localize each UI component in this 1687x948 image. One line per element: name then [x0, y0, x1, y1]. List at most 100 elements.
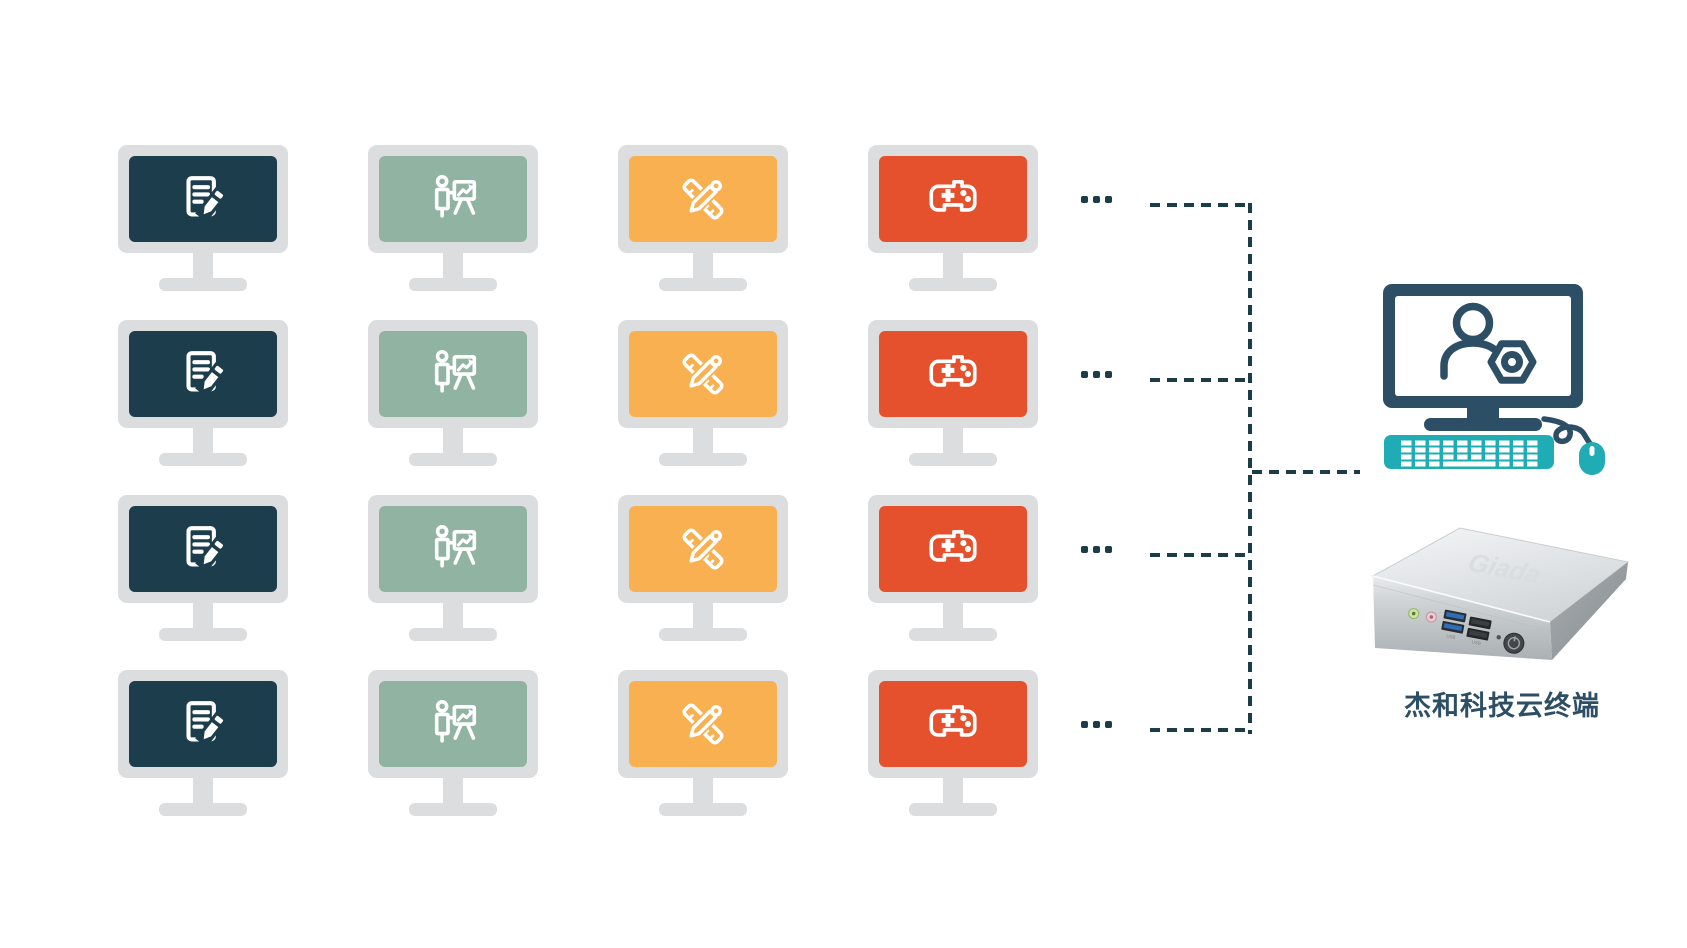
pc-side-face: [1550, 562, 1628, 660]
admin-computer-illustration: [1383, 284, 1605, 475]
monitor-screen: [129, 331, 277, 417]
gamepad-icon: [922, 345, 984, 403]
monitor-screen: [379, 681, 527, 767]
monitor-screen: [629, 156, 777, 242]
monitor-stand-base: [909, 453, 997, 466]
row-connector-line: [1150, 728, 1252, 732]
workstation-monitor-row3-gamepad: [868, 495, 1038, 641]
workstation-monitor-row2-presentation-whiteboard: [368, 320, 538, 466]
device-label: 杰和科技云终端: [1404, 691, 1600, 721]
monitor-stand-base: [159, 278, 247, 291]
mouse-cable: [1541, 416, 1594, 449]
monitor-stand-neck: [693, 427, 713, 453]
workstation-monitor-row2-document-edit: [118, 320, 288, 466]
monitor-screen: [879, 331, 1027, 417]
monitor-frame: [618, 495, 788, 603]
monitor-screen: [629, 506, 777, 592]
monitor-stand-base: [659, 453, 747, 466]
monitor-stand-neck: [193, 602, 213, 628]
gamepad-icon: [922, 170, 984, 228]
ellipsis-dots: [1081, 371, 1112, 378]
workstation-monitor-row3-presentation-whiteboard: [368, 495, 538, 641]
monitor-stand-neck: [943, 602, 963, 628]
ellipsis-dots: [1081, 196, 1112, 203]
monitor-screen: [629, 331, 777, 417]
pc-front-ports: USB USB: [1408, 607, 1525, 654]
monitor-stand-neck: [443, 777, 463, 803]
monitor-stand-base: [409, 453, 497, 466]
workstation-monitor-row1-ruler-pencil: [618, 145, 788, 291]
trunk-connector-line: [1248, 203, 1252, 734]
monitor-stand-base: [659, 278, 747, 291]
monitor-frame: [118, 145, 288, 253]
monitor-frame: [368, 670, 538, 778]
monitor-stand-base: [409, 628, 497, 641]
workstation-monitor-row3-document-edit: [118, 495, 288, 641]
monitor-stand-neck: [443, 252, 463, 278]
presentation-whiteboard-icon: [422, 345, 484, 403]
monitor-frame: [618, 670, 788, 778]
monitor-frame: [868, 495, 1038, 603]
monitor-frame: [118, 670, 288, 778]
monitor-stand-base: [159, 803, 247, 816]
monitor-stand-neck: [943, 427, 963, 453]
row-connector-line: [1150, 203, 1252, 207]
monitor-screen: [879, 506, 1027, 592]
cloud-terminal-device: Giada USB USB: [1371, 527, 1630, 660]
monitor-frame: [118, 320, 288, 428]
monitor-frame: [368, 495, 538, 603]
workstation-monitor-row4-document-edit: [118, 670, 288, 816]
usb-port-label: USB: [1471, 639, 1481, 646]
document-edit-icon: [172, 170, 234, 228]
monitor-stand-base: [909, 803, 997, 816]
monitor-frame: [868, 145, 1038, 253]
user-gear-icon: [1440, 302, 1537, 384]
workstation-monitor-row1-presentation-whiteboard: [368, 145, 538, 291]
monitor-stand-neck: [443, 427, 463, 453]
workstation-monitor-row4-presentation-whiteboard: [368, 670, 538, 816]
gamepad-icon: [922, 695, 984, 753]
monitor-stand-neck: [443, 602, 463, 628]
monitor-stand-neck: [193, 252, 213, 278]
monitor-stand-base: [159, 628, 247, 641]
document-edit-icon: [172, 345, 234, 403]
monitor-screen: [879, 681, 1027, 767]
presentation-whiteboard-icon: [422, 170, 484, 228]
ruler-pencil-icon: [672, 345, 734, 403]
monitor-stand-base: [409, 278, 497, 291]
monitor-stand-base: [909, 628, 997, 641]
monitor-stand-neck: [693, 777, 713, 803]
document-edit-icon: [172, 695, 234, 753]
monitor-stand-neck: [193, 427, 213, 453]
admin-mouse: [1579, 442, 1605, 475]
monitor-frame: [868, 670, 1038, 778]
monitor-stand-neck: [943, 777, 963, 803]
document-edit-icon: [172, 520, 234, 578]
gamepad-icon: [922, 520, 984, 578]
monitor-stand-base: [409, 803, 497, 816]
monitor-screen: [879, 156, 1027, 242]
usb-port-label: USB: [1446, 633, 1456, 640]
workstation-monitor-row3-ruler-pencil: [618, 495, 788, 641]
monitor-frame: [868, 320, 1038, 428]
admin-keyboard: [1384, 435, 1554, 469]
row-connector-line: [1150, 553, 1252, 557]
monitor-stand-neck: [693, 252, 713, 278]
ruler-pencil-icon: [672, 695, 734, 753]
terminal-connector-line: [1252, 470, 1360, 474]
monitor-frame: [118, 495, 288, 603]
ellipsis-dots: [1081, 546, 1112, 553]
monitor-stand-base: [159, 453, 247, 466]
workstation-monitor-row2-ruler-pencil: [618, 320, 788, 466]
monitor-screen: [379, 331, 527, 417]
workstation-monitor-row2-gamepad: [868, 320, 1038, 466]
ellipsis-dots: [1081, 721, 1112, 728]
workstation-monitor-row1-document-edit: [118, 145, 288, 291]
monitor-screen: [129, 156, 277, 242]
power-button: [1503, 632, 1525, 654]
monitor-frame: [368, 320, 538, 428]
presentation-whiteboard-icon: [422, 520, 484, 578]
row-connector-line: [1150, 378, 1252, 382]
monitor-stand-neck: [943, 252, 963, 278]
